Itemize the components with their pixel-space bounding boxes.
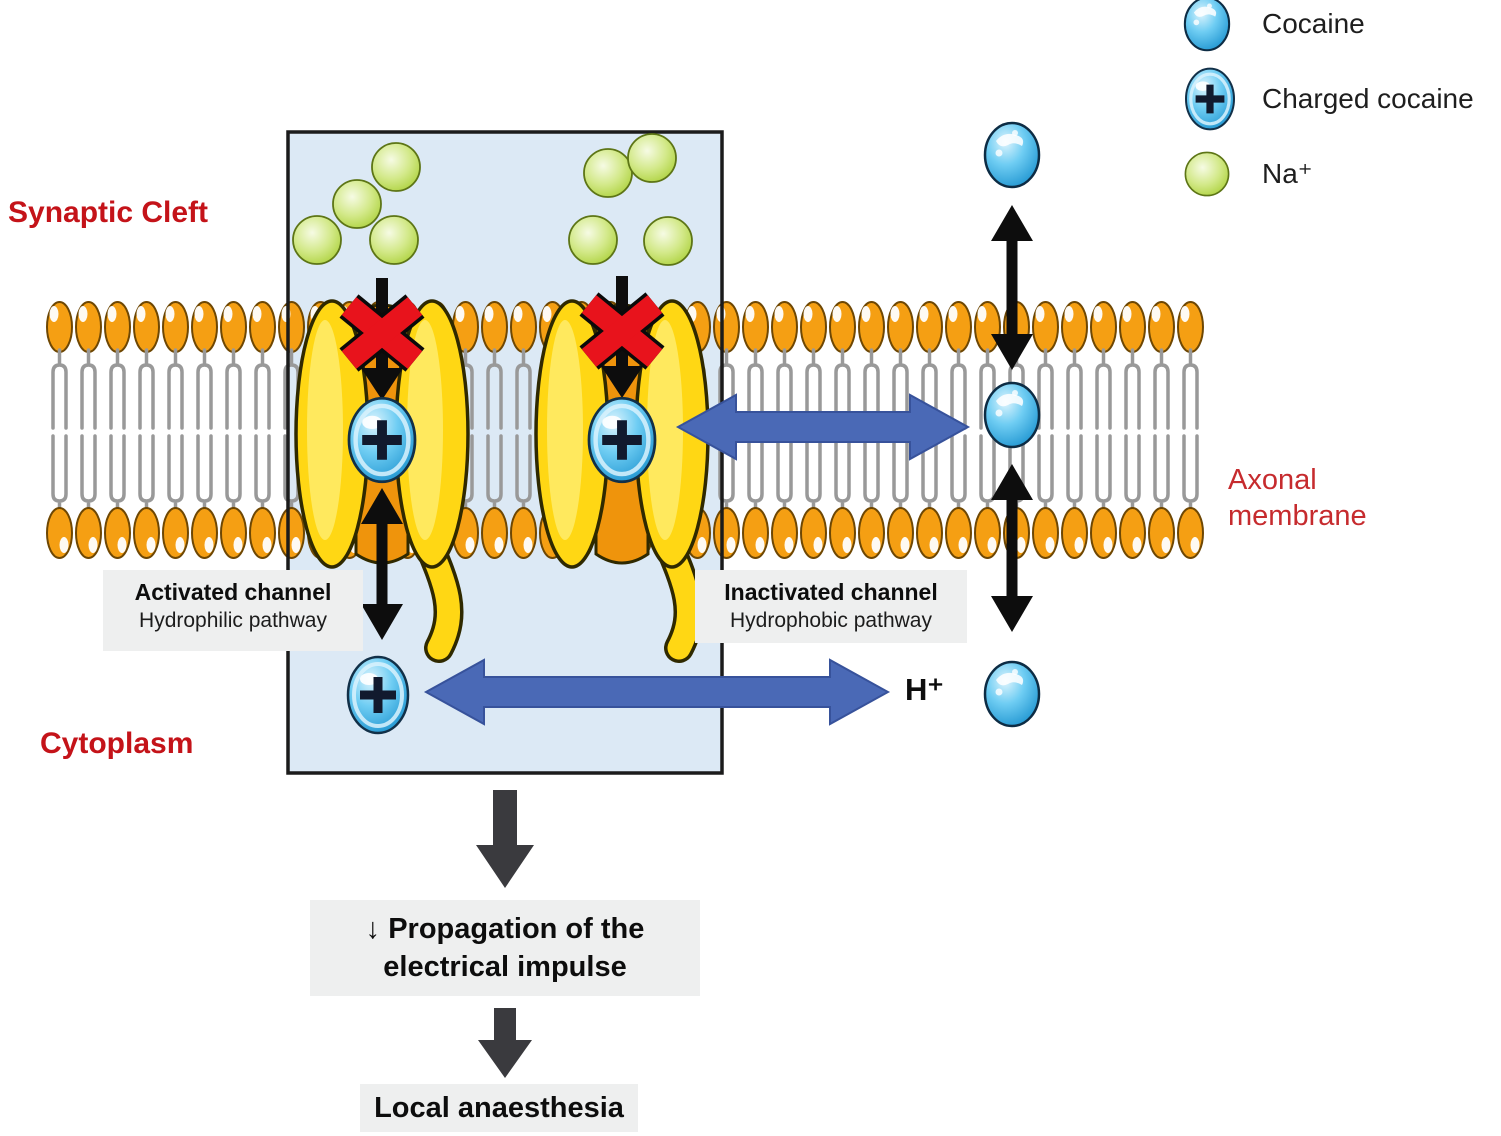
- flow-arrow-2: [478, 1008, 532, 1078]
- legend-label-sodium: Na⁺: [1262, 158, 1313, 189]
- propagation-line1: ↓ Propagation of the: [365, 913, 645, 945]
- cocaine-crossing-arrow-top: [991, 205, 1033, 370]
- propagation-line2: electrical impulse: [383, 951, 627, 983]
- hydrophobic-pathway-arrow: [675, 393, 971, 461]
- hydrophilic-pathway-arrow: [361, 488, 403, 640]
- sodium-ion-icon: [1184, 151, 1230, 197]
- local-anaesthesia-box: Local anaesthesia: [360, 1084, 638, 1132]
- cytoplasm-equilibrium-arrow: [423, 658, 891, 726]
- h-plus-label: H⁺: [905, 672, 944, 707]
- activated-channel-subtitle: Hydrophilic pathway: [139, 609, 327, 632]
- sodium-ion: [332, 179, 382, 229]
- sodium-ion: [369, 215, 419, 265]
- sodium-ion: [643, 216, 693, 266]
- cocaine-in-membrane: [983, 381, 1041, 449]
- sodium-ion: [627, 133, 677, 183]
- cocaine-above-membrane: [983, 121, 1041, 189]
- flow-arrow-1: [476, 790, 534, 888]
- axonal-membrane-line2: membrane: [1228, 500, 1367, 532]
- axonal-membrane-label: Axonal membrane: [1228, 462, 1367, 534]
- sodium-ion: [292, 215, 342, 265]
- inactivated-channel-title: Inactivated channel: [724, 579, 938, 605]
- propagation-box: ↓ Propagation of the electrical impulse: [310, 900, 700, 996]
- cell-region-border: [286, 130, 724, 775]
- inactivated-channel-label: Inactivated channel Hydrophobic pathway: [695, 570, 967, 643]
- charged-cocaine-in-left-channel: [349, 398, 415, 482]
- charged-cocaine-in-cytoplasm: [346, 655, 410, 735]
- charged-cocaine-in-right-channel: [589, 398, 655, 482]
- cytoplasm-label: Cytoplasm: [40, 727, 194, 760]
- block-x-icon-right: [589, 304, 655, 358]
- activated-channel-label: Activated channel Hydrophilic pathway: [103, 570, 363, 651]
- inactivated-channel-subtitle: Hydrophobic pathway: [730, 609, 932, 632]
- cocaine-below-membrane: [983, 660, 1041, 728]
- block-x-icon-left: [349, 306, 415, 360]
- sodium-ion: [371, 142, 421, 192]
- sodium-ion: [583, 148, 633, 198]
- charged-cocaine-icon: [1184, 66, 1236, 131]
- sodium-ion: [568, 215, 618, 265]
- activated-channel-title: Activated channel: [134, 579, 332, 605]
- synaptic-cleft-label: Synaptic Cleft: [8, 196, 209, 229]
- legend-label-charged-cocaine: Charged cocaine: [1262, 83, 1474, 114]
- cocaine-icon: [1183, 0, 1231, 52]
- axonal-membrane-line1: Axonal: [1228, 464, 1317, 496]
- cocaine-crossing-arrow-bottom: [991, 464, 1033, 632]
- legend-label-cocaine: Cocaine: [1262, 8, 1365, 39]
